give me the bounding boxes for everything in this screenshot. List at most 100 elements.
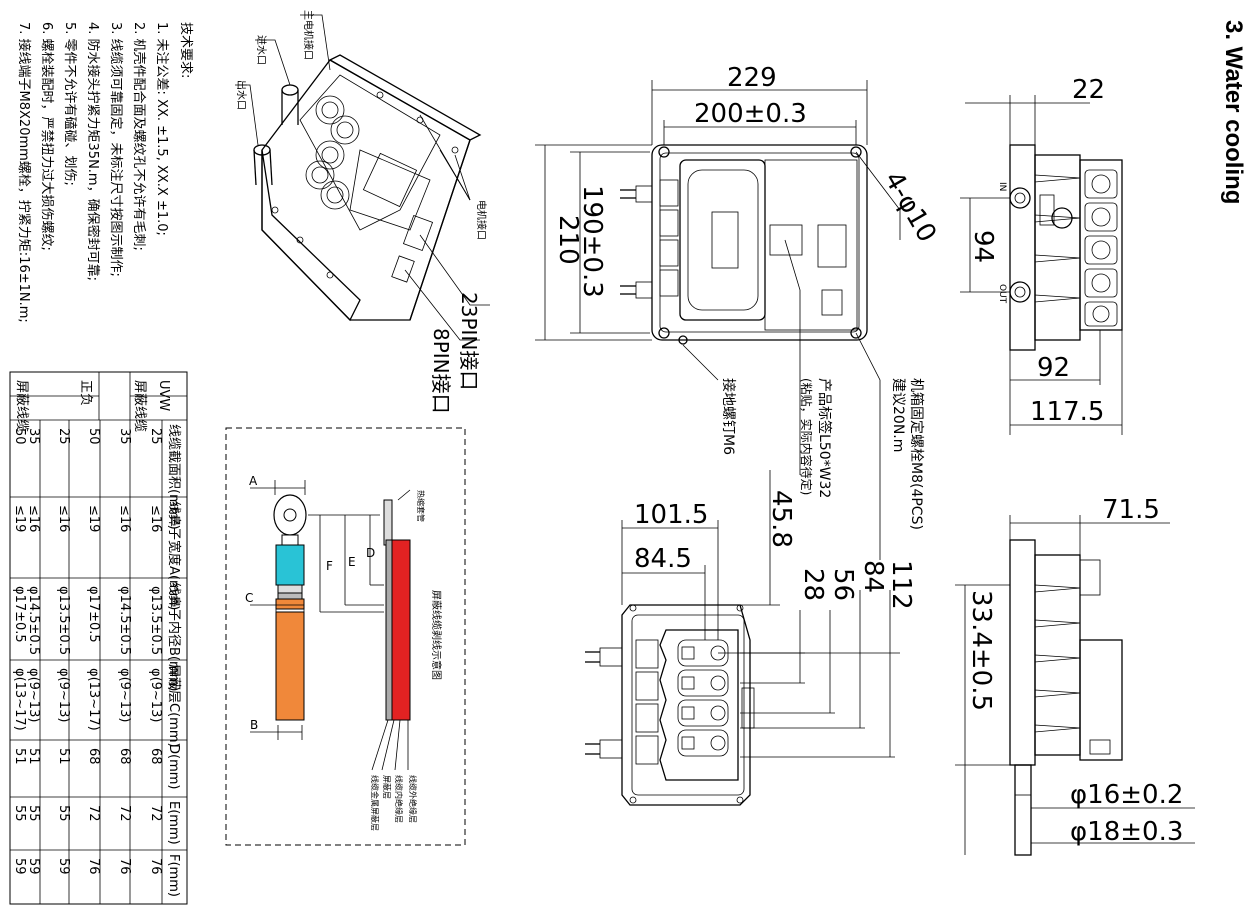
dim-33: 33.4±0.5	[966, 590, 996, 711]
table-header-cell: 屏蔽层C(mm)	[166, 664, 181, 748]
label-in: IN	[997, 182, 1007, 191]
dim-112: 112	[886, 560, 916, 610]
table-cell: ≤16	[56, 505, 71, 532]
tech-item: 7. 接线端子M8X20mm螺栓，拧紧力矩:16±1N.m;	[16, 22, 32, 323]
table-cell: ≤19	[12, 505, 27, 532]
table-cell: 72	[117, 805, 132, 822]
dim-94: 94	[968, 230, 998, 263]
cable-figure: A C B F E D 屏蔽线缆剥线示意图 热缩套管 线缆金属屏蔽层 屏蔽层 线…	[225, 427, 466, 846]
label-23pin: 23PIN接口	[457, 292, 481, 390]
dim-101: 101.5	[634, 500, 708, 530]
page-title: 3. Water cooling	[1220, 20, 1247, 204]
tech-item: 6. 螺栓装配时，严禁扭力过大损伤螺纹;	[39, 22, 54, 251]
table-cell: 55	[12, 805, 27, 822]
table-cell: 35	[26, 428, 41, 445]
table-cell: ≤16	[26, 505, 41, 532]
table-cell: φ13.5±0.5	[56, 586, 71, 655]
table-header-cell: 线鼻子内径B(mm)	[166, 582, 182, 691]
cable-table: 线缆截面积(mm²)线鼻子宽度A(mm)线鼻子内径B(mm)屏蔽层C(mm)D(…	[9, 371, 188, 905]
table-cell: φ(13~17)	[12, 668, 27, 731]
table-cell: φ13.5±0.5	[148, 586, 163, 655]
label-water-in: 进水口	[255, 35, 267, 65]
label-e: E	[348, 555, 356, 569]
tech-item: 2. 机壳件配合面及螺纹孔不允许有毛刺;	[131, 22, 147, 251]
table-cell: 51	[26, 748, 41, 765]
table-header-cell: E(mm)	[166, 801, 181, 845]
table-cell: 25	[148, 428, 163, 445]
table-cell: 35	[117, 428, 132, 445]
table-cell: 59	[56, 858, 71, 875]
table-group-label: 正负	[78, 380, 93, 406]
note-label: 产品标签L50*W32	[816, 378, 833, 498]
dim-28: 28	[798, 568, 828, 601]
dim-190: 190±0.3	[577, 185, 607, 298]
dim-117: 117.5	[1030, 397, 1104, 427]
table-group-label: 屏蔽线缆	[14, 380, 30, 432]
label-a: A	[249, 474, 258, 488]
table-cell: 76	[86, 858, 101, 875]
table-cell: 76	[117, 858, 132, 875]
front-view: 229 200±0.3 210 190±0.3 4-φ10 机箱固定螺栓M8(4…	[535, 63, 942, 560]
dim-200: 200±0.3	[694, 99, 807, 129]
label-f: F	[326, 559, 333, 573]
table-header-cell: F(mm)	[166, 854, 181, 897]
table-cell: φ(9~13)	[26, 668, 41, 722]
terminal-view: 101.5 84.5 45.8 28 56 84 112	[585, 470, 916, 806]
cable-note: 线缆内绝缘层	[394, 775, 404, 823]
dim-holes: 4-φ10	[878, 167, 942, 248]
dim-18: φ18±0.3	[1070, 817, 1183, 847]
tech-heading: 技术要求:	[178, 22, 193, 78]
dim-22: 22	[1072, 75, 1105, 105]
cable-note: 线缆外绝缘层	[408, 775, 418, 823]
dim-71: 71.5	[1102, 495, 1160, 525]
table-cell: 76	[148, 858, 163, 875]
side-view: 22 94 92 117.5 IN OUT	[960, 75, 1123, 435]
table-cell: ≤19	[86, 505, 101, 532]
table-cell: 68	[117, 748, 132, 765]
label-motor-port: 电机接口	[475, 200, 488, 240]
table-cell: ≤16	[148, 505, 163, 532]
table-cell: 59	[26, 858, 41, 875]
dim-92: 92	[1037, 353, 1070, 383]
note-torque: 建议20N.m	[890, 378, 906, 452]
table-cell: 72	[148, 805, 163, 822]
table-cell: 55	[56, 805, 71, 822]
table-cell: φ(9~13)	[117, 668, 132, 722]
table-cell: φ(9~13)	[56, 668, 71, 722]
table-cell: 72	[86, 805, 101, 822]
table-cell: ≤16	[117, 505, 132, 532]
dim-45: 45.8	[766, 490, 796, 548]
table-cell: 51	[12, 748, 27, 765]
table-cell: φ14.5±0.5	[117, 586, 132, 655]
dim-84b: 84	[858, 560, 888, 593]
table-cell: 68	[148, 748, 163, 765]
dim-229: 229	[727, 63, 777, 93]
label-main-motor-port: 主电机接口	[302, 10, 315, 60]
tech-item: 5. 零件不允许有磕碰、划伤;	[62, 22, 78, 186]
label-d: D	[366, 546, 375, 560]
table-cell: φ(9~13)	[148, 668, 163, 722]
table-cell: φ14.5±0.5	[26, 586, 41, 655]
cable-note: 线缆金属屏蔽层	[370, 775, 380, 831]
dim-84: 84.5	[634, 544, 692, 574]
dim-56: 56	[828, 568, 858, 601]
label-8pin: 8PIN接口	[429, 328, 453, 414]
table-cell: 68	[86, 748, 101, 765]
table-cell: 51	[56, 748, 71, 765]
table-cell: 50	[86, 428, 101, 445]
table-cell: 59	[12, 858, 27, 875]
table-cell: 25	[56, 428, 71, 445]
cable-caption: 屏蔽线缆剥线示意图	[430, 590, 443, 680]
table-cell: φ17±0.5	[12, 586, 27, 643]
note-ground: 接地螺钉M6	[720, 378, 737, 455]
table-group-label: UVW	[156, 380, 171, 411]
isometric-view: 主电机接口 进水口 出水口 电机接口 23PIN接口 8PIN接口	[235, 10, 490, 414]
table-cell: φ(13~17)	[86, 668, 101, 731]
table-header-cell: 线缆截面积(mm²)	[166, 424, 182, 530]
cable-note: 屏蔽层	[382, 775, 392, 799]
label-c: C	[245, 591, 253, 605]
tech-requirements: 技术要求: 1. 未注公差: XX. ±1.5, XX.X ±1.0; 2. 机…	[16, 22, 193, 323]
table-cell: 50	[12, 428, 27, 445]
dim-210: 210	[553, 215, 583, 265]
